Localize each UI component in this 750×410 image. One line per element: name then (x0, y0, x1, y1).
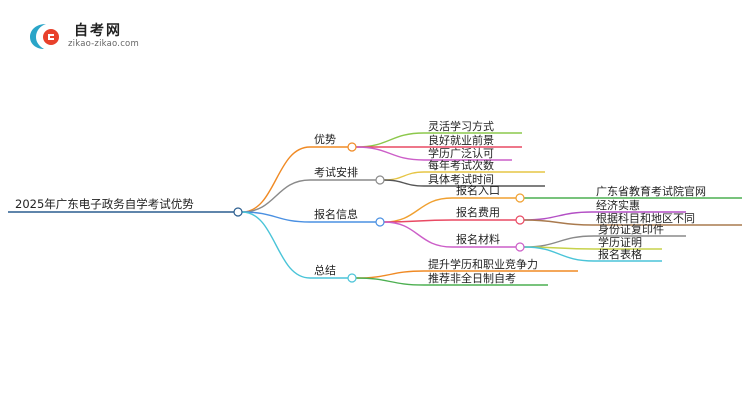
branch-label-2[interactable]: 报名信息 (314, 207, 358, 221)
branch-label-0[interactable]: 优势 (314, 133, 336, 146)
leaf-label-0-0[interactable]: 灵活学习方式 (428, 119, 494, 133)
root-node-label[interactable]: 2025年广东电子政务自学考试优势 (15, 197, 194, 211)
sub-leaf-label-2-2[interactable]: 报名表格 (598, 247, 642, 261)
sub-label-2[interactable]: 报名材料 (456, 232, 500, 246)
branch-label-1[interactable]: 考试安排 (314, 165, 358, 179)
branch-knob-3[interactable] (347, 273, 357, 283)
sub-knob-0[interactable] (515, 193, 525, 203)
branch-label-3[interactable]: 总结 (314, 263, 336, 277)
leaf-edge-0-2 (355, 146, 425, 161)
sub-leaf-edge-1-0 (523, 211, 593, 221)
branch-edge-2 (241, 211, 311, 223)
branch-knob-0[interactable] (347, 142, 357, 152)
root-collapse-knob[interactable] (233, 207, 243, 217)
leaf-label-0-2[interactable]: 学历广泛认可 (428, 146, 494, 160)
sub-edge-2 (383, 221, 453, 248)
site-logo[interactable]: 自考网 zikao-zikao.com (28, 18, 158, 54)
leaf-label-3-1[interactable]: 推荐非全日制自考 (428, 271, 516, 285)
branch-edge-3 (241, 211, 311, 279)
leaf-edge-0-0 (355, 132, 425, 148)
sub-leaf-edge-1-1 (523, 219, 593, 226)
sub-edge-0 (383, 197, 453, 223)
sub-leaf-label-2-1[interactable]: 学历证明 (598, 235, 642, 249)
leaf-label-3-0[interactable]: 提升学历和职业竞争力 (428, 257, 538, 271)
branch-edge-0 (241, 146, 311, 213)
logo-mark-icon (30, 24, 59, 49)
leaf-edge-3-1 (355, 277, 425, 286)
leaf-edge-3-0 (355, 270, 425, 279)
logo-title: 自考网 (74, 23, 122, 39)
sub-label-0[interactable]: 报名入口 (456, 183, 500, 197)
leaf-edge-1-1 (383, 179, 425, 187)
leaf-label-1-0[interactable]: 每年考试次数 (428, 158, 494, 172)
sub-label-1[interactable]: 报名费用 (456, 205, 500, 219)
leaf-label-0-1[interactable]: 良好就业前景 (428, 133, 494, 147)
branch-knob-2[interactable] (375, 217, 385, 227)
sub-leaf-label-0-0[interactable]: 广东省教育考试院官网 (596, 184, 706, 198)
leaf-edge-1-0 (383, 171, 425, 181)
sub-leaf-label-2-0[interactable]: 身份证复印件 (598, 222, 664, 236)
branch-edge-1 (241, 179, 311, 213)
leaf-label-1-1[interactable]: 具体考试时间 (428, 172, 494, 186)
sub-leaf-edge-2-0 (523, 235, 595, 248)
sub-leaf-label-1-1[interactable]: 根据科目和地区不同 (596, 211, 695, 225)
sub-knob-2[interactable] (515, 242, 525, 252)
sub-leaf-edge-2-2 (523, 246, 595, 262)
branch-knob-1[interactable] (375, 175, 385, 185)
logo-url: zikao-zikao.com (68, 39, 139, 49)
sub-leaf-label-1-0[interactable]: 经济实惠 (596, 198, 640, 212)
sub-knob-1[interactable] (515, 215, 525, 225)
